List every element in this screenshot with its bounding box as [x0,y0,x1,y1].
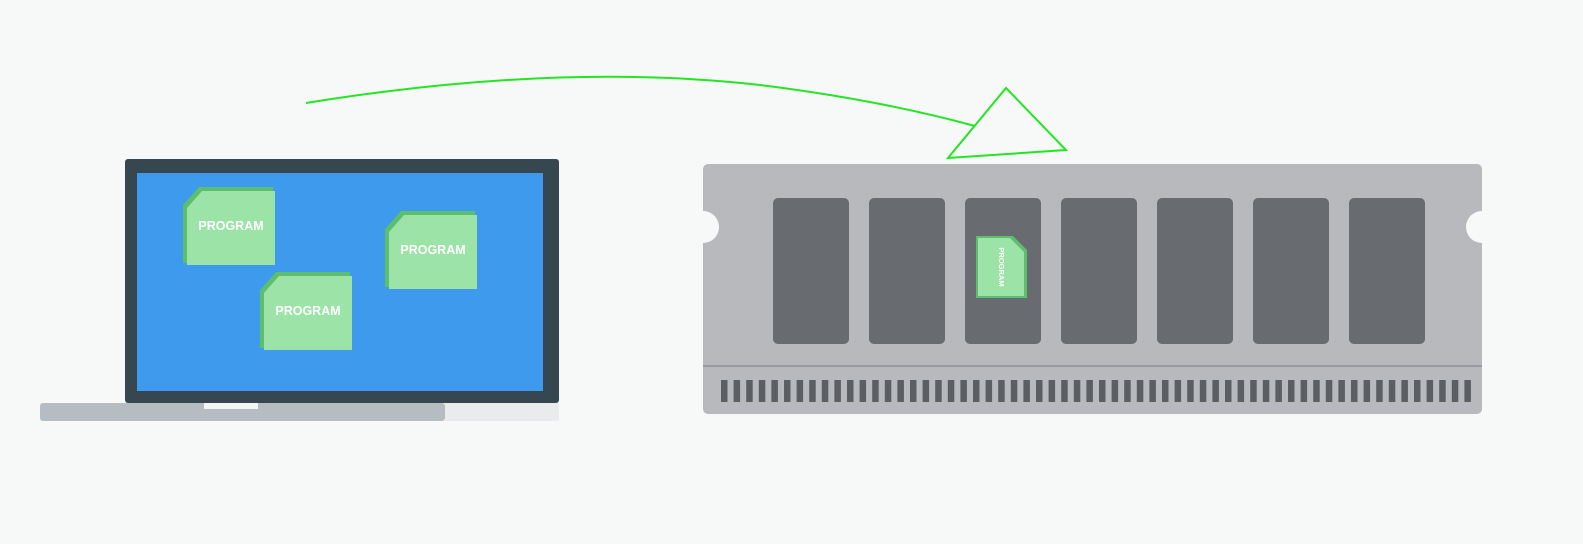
ram-chip [773,198,849,344]
program-card-label: PROGRAM [275,304,340,318]
laptop-base-shadow [445,403,559,421]
ram-pin [935,380,942,402]
program-card: PROGRAM [260,272,352,350]
program-card: PROGRAM [976,236,1027,298]
ram-chip [1253,198,1329,344]
program-card-label: PROGRAM [198,219,263,233]
program-card: PROGRAM [183,187,275,265]
ram-pin [998,380,1005,402]
ram-pin [1149,380,1156,402]
ram-pin [1262,380,1270,402]
ram-pin [960,380,967,402]
ram-pin [796,380,804,402]
ram-pin [721,380,728,402]
ram-pin [1111,380,1119,402]
ram-pin [897,380,904,402]
ram-pin [1199,380,1207,402]
ram-pin [1414,380,1421,402]
ram-pin [1212,380,1219,402]
ram-pin [733,380,741,402]
ram-pin [973,380,980,402]
ram-pin [821,380,829,402]
ram-pin [1275,380,1282,402]
arrow-head-icon [945,86,1069,160]
ram-pin [1351,380,1358,402]
ram-pin [1225,380,1232,402]
ram-pin [985,380,993,402]
ram-pin [1136,380,1144,402]
program-card-label: PROGRAM [997,247,1006,286]
ram-pin [758,380,766,402]
ram-pin [834,380,841,402]
laptop: PROGRAM PROGRAM PROGRAM [40,159,559,421]
ram-pin [1036,380,1043,402]
ram-pin [1174,380,1182,402]
ram-pin [746,380,753,402]
program-card-face [978,238,1024,296]
program-card-face [264,276,352,350]
ram-pin [1099,380,1106,402]
ram-chip [869,198,945,344]
ram-pins [721,380,1471,402]
ram-chip [1061,198,1137,344]
ram-pin [1162,380,1169,402]
ram-pin [1010,380,1018,402]
ram-pin [1237,380,1245,402]
ram-pin [1325,380,1333,402]
ram-pin [922,380,930,402]
program-card-face [187,191,275,265]
ram-chip [1157,198,1233,344]
ram-pin [1439,380,1446,402]
ram-pin [1451,380,1459,402]
ram-pin [910,380,917,402]
ram-pin [809,380,816,402]
ram-module: PROGRAM [687,164,1498,414]
ram-pin [1250,380,1257,402]
laptop-notch [204,403,258,409]
ram-pin [1061,380,1068,402]
ram-pin [1300,380,1308,402]
ram-pin [1401,380,1408,402]
ram-chips [773,198,1425,344]
ram-chip [1349,198,1425,344]
ram-notch-right [1466,211,1498,243]
arrow [305,75,1069,160]
ram-pin [1073,380,1081,402]
ram-pin [1048,380,1056,402]
ram-pin [784,380,791,402]
ram-pin [1338,380,1345,402]
ram-pin [884,380,892,402]
arrow-curve [305,75,976,127]
ram-notch-left [687,211,719,243]
ram-pin [1426,380,1434,402]
ram-pin [872,380,879,402]
ram-pin [1313,380,1320,402]
ram-pin [1124,380,1131,402]
ram-pin [1187,380,1194,402]
ram-pin [771,380,778,402]
ram-pin [1464,380,1471,402]
ram-pin [947,380,955,402]
ram-pin [1086,380,1093,402]
ram-pin [1288,380,1295,402]
ram-pin [859,380,867,402]
laptop-base [40,403,445,421]
ram-pin [1363,380,1371,402]
program-card-face [389,215,477,289]
program-card-label: PROGRAM [400,243,465,257]
ram-pin [1388,380,1396,402]
ram-pin [1023,380,1030,402]
ram-pin [1376,380,1383,402]
ram-pin [847,380,854,402]
program-card: PROGRAM [385,211,477,289]
